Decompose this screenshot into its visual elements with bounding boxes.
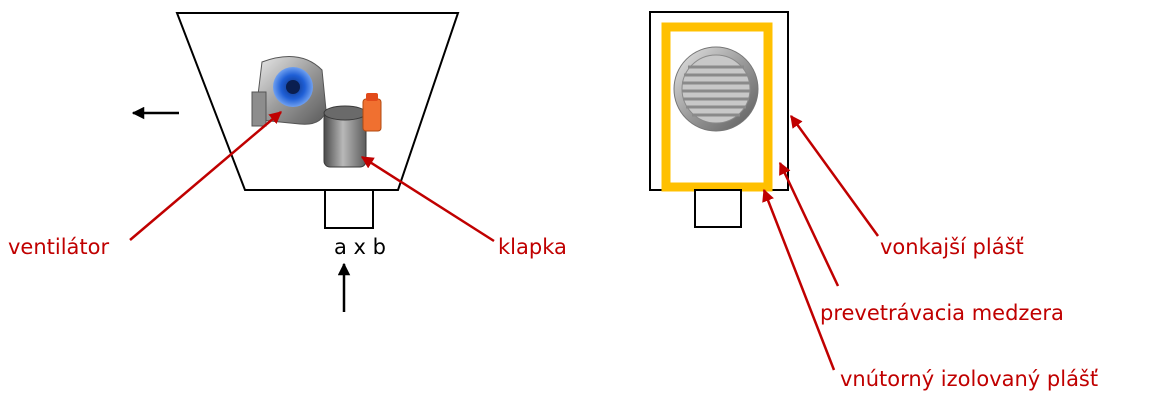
round-louver-grille-icon bbox=[673, 46, 759, 132]
damper-label: klapka bbox=[498, 235, 567, 259]
centrifugal-fan-icon bbox=[251, 56, 327, 127]
fan-label: ventilátor bbox=[8, 235, 110, 259]
outer-shell-leader bbox=[789, 114, 880, 237]
ventilation-gap-label: prevetrávacia medzera bbox=[820, 301, 1064, 325]
ventilation-gap-leader bbox=[778, 161, 840, 287]
inner-shell-leader bbox=[762, 188, 836, 371]
inlet-size-label: a x b bbox=[334, 235, 386, 259]
damper-icon bbox=[323, 93, 382, 168]
front-inlet-neck bbox=[694, 189, 742, 228]
fan-leader bbox=[129, 111, 282, 241]
inner-shell-label: vnútorný izolovaný plášť bbox=[840, 367, 1098, 391]
front-view: vonkajší plášť prevetrávacia medzera vnú… bbox=[649, 11, 1098, 391]
side-view: ventilátor a x b klapka bbox=[8, 12, 567, 312]
damper-leader bbox=[360, 155, 495, 243]
outer-shell-label: vonkajší plášť bbox=[880, 235, 1024, 259]
inlet-neck bbox=[324, 189, 374, 229]
